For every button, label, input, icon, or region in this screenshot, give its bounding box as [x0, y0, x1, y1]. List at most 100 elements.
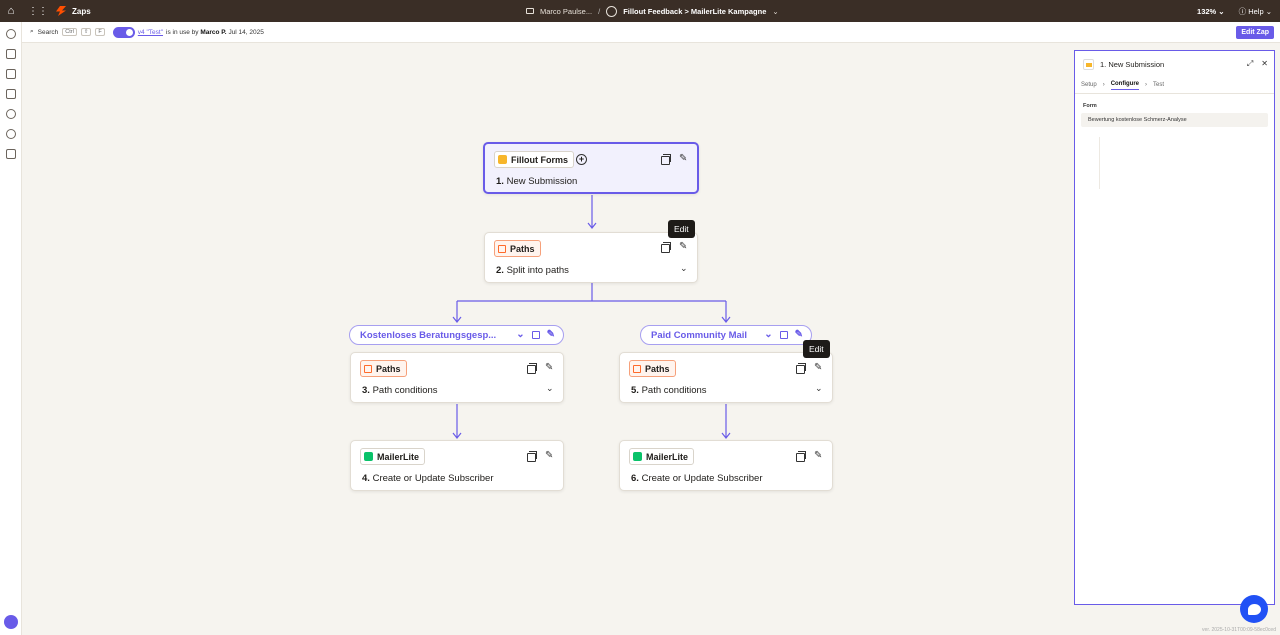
copy-icon[interactable] — [661, 242, 671, 253]
form-label: Form — [1083, 103, 1097, 109]
tab-setup[interactable]: Setup — [1081, 82, 1097, 88]
search-icon: ⌕ — [30, 28, 34, 35]
step-2-card[interactable]: Paths ✎ 2. Split into paths ⌄ — [484, 232, 698, 283]
connect-icon[interactable] — [6, 29, 16, 39]
step-2-title: 2. Split into paths — [496, 265, 569, 276]
fillout-logo-icon — [1083, 58, 1094, 70]
mailerlite-logo-icon — [364, 452, 373, 461]
version-footer: ver. 2025-10-31T00:09-58ec0ced — [1202, 627, 1276, 633]
settings-icon[interactable] — [6, 129, 16, 139]
copy-icon[interactable] — [527, 451, 537, 462]
step-2-app-chip: Paths — [494, 240, 541, 257]
step-1-title: 1. New Submission — [496, 176, 578, 187]
search-button[interactable]: ⌕ Search Ctrl ⇧ F — [30, 28, 105, 36]
copy-icon[interactable] — [796, 451, 806, 462]
kbd-shift: ⇧ — [80, 28, 92, 36]
breadcrumb: Marco Paulse... / Fillout Feedback > Mai… — [526, 0, 779, 22]
step-6-title: 6. Create or Update Subscriber — [631, 473, 763, 484]
chevron-down-icon[interactable]: ⌄ — [546, 383, 554, 393]
divider — [1099, 137, 1100, 189]
editor-canvas[interactable]: Fillout Forms + ✎ 1. New Submission Path… — [22, 43, 1280, 635]
home-icon[interactable]: ⌂ — [7, 5, 15, 17]
form-select[interactable]: Bewertung kostenlose Schmerz-Analyse — [1081, 113, 1268, 127]
copy-icon[interactable] — [527, 363, 537, 374]
step-5-card[interactable]: Paths ✎ 5. Path conditions ⌄ — [619, 352, 833, 403]
edit-tooltip: Edit — [668, 220, 695, 238]
comment-icon[interactable] — [6, 69, 16, 79]
edit-tooltip: Edit — [803, 340, 830, 358]
step-detail-panel: 1. New Submission ⤢ ✕ Setup › Configure … — [1074, 50, 1275, 605]
chevron-down-icon[interactable]: ⌄ — [764, 329, 773, 340]
top-bar: ⌂ ⋮⋮ Zaps Marco Paulse... / Fillout Feed… — [0, 0, 1280, 22]
expand-icon[interactable]: ⤢ — [1246, 59, 1254, 68]
branch-pill-2[interactable]: Paid Community Mail ⌄✎ — [640, 325, 812, 345]
add-icon[interactable]: + — [576, 154, 587, 165]
pencil-icon[interactable]: ✎ — [814, 450, 823, 461]
pencil-icon[interactable]: ✎ — [814, 362, 823, 373]
step-4-title: 4. Create or Update Subscriber — [362, 473, 494, 484]
copilot-icon[interactable] — [4, 615, 18, 629]
pencil-icon[interactable]: ✎ — [679, 241, 688, 252]
mailerlite-logo-icon — [633, 452, 642, 461]
close-icon[interactable]: ✕ — [1261, 59, 1268, 68]
zap-title[interactable]: Fillout Feedback > MailerLite Kampagne — [623, 6, 767, 16]
left-rail — [0, 22, 22, 635]
panel-header: 1. New Submission ⤢ ✕ — [1075, 51, 1274, 77]
calendar-icon[interactable] — [6, 89, 16, 99]
zap-icon — [606, 5, 618, 17]
chevron-down-icon[interactable]: ⌄ — [815, 383, 823, 393]
tab-configure[interactable]: Configure — [1110, 81, 1140, 90]
app-grid-icon[interactable]: ⋮⋮ — [28, 5, 48, 17]
version-link[interactable]: v4 "Test" — [137, 28, 164, 36]
breadcrumb-separator: / — [598, 6, 601, 16]
archive-icon[interactable] — [6, 149, 16, 159]
zapier-logo-icon — [56, 6, 66, 16]
copy-icon[interactable] — [661, 154, 671, 165]
tab-test[interactable]: Test — [1153, 82, 1165, 88]
paths-logo-icon — [633, 364, 641, 373]
connector-lines — [452, 195, 731, 439]
chevron-down-icon[interactable]: ⌄ — [772, 6, 779, 16]
step-6-app-chip: MailerLite — [629, 448, 695, 465]
paths-logo-icon — [364, 364, 372, 373]
branch-pill-1[interactable]: Kostenloses Beratungsgesp... ⌄✎ — [349, 325, 564, 345]
step-1-card[interactable]: Fillout Forms + ✎ 1. New Submission — [483, 142, 699, 194]
chevron-down-icon[interactable]: ⌄ — [680, 263, 688, 273]
step-3-card[interactable]: Paths ✎ 3. Path conditions ⌄ — [350, 352, 564, 403]
step-5-app-chip: Paths — [629, 360, 676, 377]
step-5-title: 5. Path conditions — [631, 385, 707, 396]
step-4-card[interactable]: MailerLite ✎ 4. Create or Update Subscri… — [350, 440, 564, 491]
pencil-icon[interactable]: ✎ — [679, 153, 688, 164]
step-3-title: 3. Path conditions — [362, 385, 438, 396]
paths-logo-icon — [498, 244, 506, 253]
copy-icon[interactable] — [796, 363, 806, 374]
history-icon[interactable] — [6, 109, 16, 119]
copy-icon[interactable] — [779, 331, 788, 339]
chat-button[interactable] — [1240, 595, 1268, 623]
chevron-down-icon[interactable]: ⌄ — [516, 329, 525, 340]
folder-icon — [526, 8, 534, 14]
fillout-logo-icon — [498, 155, 507, 164]
step-6-card[interactable]: MailerLite ✎ 6. Create or Update Subscri… — [619, 440, 833, 491]
step-1-app-chip: Fillout Forms — [494, 151, 574, 168]
chevron-right-icon: › — [1145, 82, 1148, 88]
app-name[interactable]: Zaps — [72, 6, 91, 16]
document-icon[interactable] — [6, 49, 16, 59]
search-label: Search — [37, 28, 59, 36]
help-menu[interactable]: ⓘ Help ⌄ — [1238, 6, 1272, 16]
chevron-right-icon: › — [1102, 82, 1105, 88]
zap-on-toggle[interactable] — [112, 26, 135, 38]
edit-zap-button[interactable]: Edit Zap — [1236, 26, 1274, 39]
breadcrumb-folder[interactable]: Marco Paulse... — [540, 6, 593, 16]
kbd-ctrl: Ctrl — [62, 28, 77, 36]
pencil-icon[interactable]: ✎ — [545, 450, 554, 461]
zoom-level[interactable]: 132% ⌄ — [1197, 6, 1225, 16]
copy-icon[interactable] — [531, 331, 540, 339]
pencil-icon[interactable]: ✎ — [794, 329, 803, 340]
pencil-icon[interactable]: ✎ — [545, 362, 554, 373]
kbd-key: F — [95, 28, 105, 36]
panel-title: 1. New Submission — [1100, 59, 1165, 69]
topbar-right: 132% ⌄ ⓘ Help ⌄ — [1197, 0, 1272, 22]
pencil-icon[interactable]: ✎ — [546, 329, 555, 340]
panel-tabs: Setup › Configure › Test — [1075, 77, 1274, 94]
